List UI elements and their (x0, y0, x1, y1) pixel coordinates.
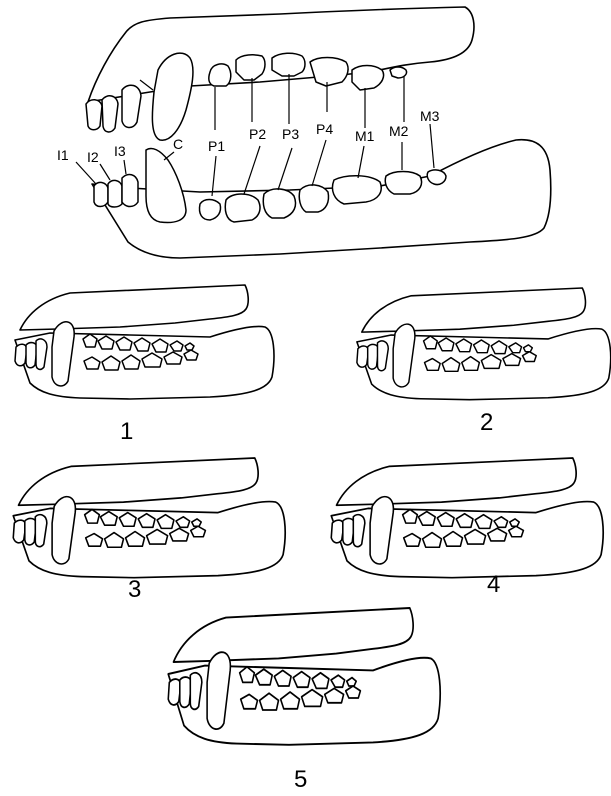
label-m2: M2 (389, 123, 409, 139)
premolar-p1-lower (199, 200, 220, 221)
premolar-p4-upper (310, 58, 348, 87)
label-i2: I2 (87, 149, 99, 165)
label-p4: P4 (316, 121, 333, 137)
label-i1: I1 (57, 147, 69, 163)
variant-jaw-3 (13, 458, 285, 578)
canine-lower (146, 148, 186, 222)
molar-m1-upper (352, 66, 384, 91)
premolar-p4-lower (299, 185, 328, 212)
incisor-i3-lower (122, 175, 138, 207)
premolar-p3-lower (263, 189, 295, 218)
molar-m1-lower (332, 176, 381, 204)
variant-label-3: 3 (128, 576, 141, 603)
incisor-i2-lower (108, 180, 122, 207)
incisor-i3-upper (122, 85, 141, 127)
premolar-p1-upper (209, 64, 231, 86)
label-p1: P1 (208, 138, 225, 154)
label-c: C (173, 136, 183, 152)
label-p3: P3 (282, 126, 299, 142)
premolar-p2-lower (225, 194, 260, 222)
variant-label-1: 1 (120, 418, 133, 445)
molar-m3-lower (427, 170, 446, 185)
label-m3: M3 (420, 108, 440, 124)
variant-jaw-5 (168, 608, 440, 745)
premolar-p3-upper (272, 53, 305, 76)
variant-label-4: 4 (487, 571, 500, 598)
incisor-i2-upper (102, 96, 118, 132)
main-jaw-diagram: I1 I2 I3 C P1 P2 P3 P4 M1 M2 M3 (57, 7, 551, 258)
variant-jaw-2 (357, 288, 611, 400)
variant-jaw-1 (15, 285, 274, 399)
label-p2: P2 (249, 126, 266, 142)
variant-label-2: 2 (480, 409, 493, 436)
variant-jaw-4 (331, 458, 603, 578)
label-i3: I3 (114, 143, 126, 159)
incisor-i1-lower (94, 182, 108, 206)
molar-m2-lower (385, 172, 421, 195)
incisor-i1-upper (86, 100, 102, 130)
variant-label-5: 5 (294, 766, 307, 793)
label-m1: M1 (355, 128, 375, 144)
